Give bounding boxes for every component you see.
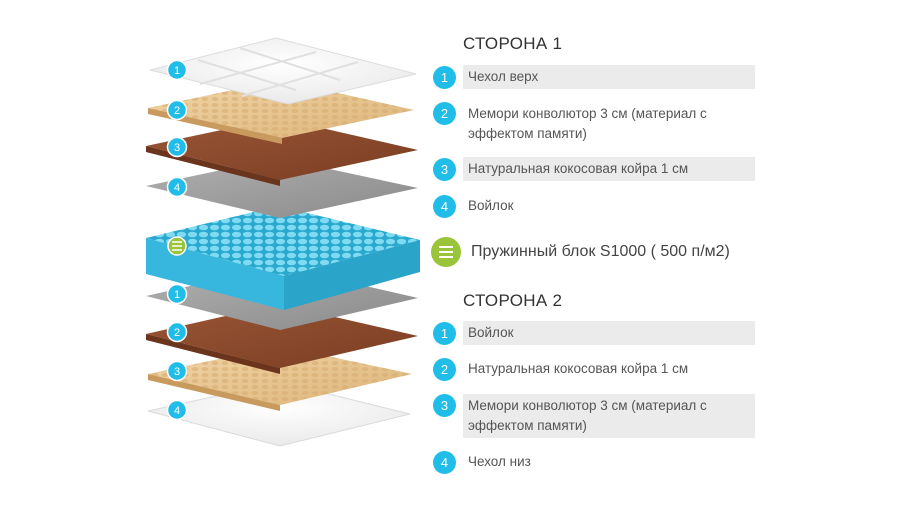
number-badge: 4 (433, 451, 456, 474)
layer-number-label: 1 (174, 289, 180, 301)
spring-block-icon (431, 237, 461, 267)
layer-number-label: 4 (174, 182, 180, 194)
side2-item-2: 2 Натуральная кокосовая койра 1 см (433, 357, 755, 381)
layer-number-label: 2 (174, 327, 180, 339)
number-badge: 3 (433, 394, 456, 417)
number-badge: 1 (433, 66, 456, 89)
spring-block-label: Пружинный блок S1000 ( 500 п/м2) (471, 243, 730, 261)
side1-item-3: 3 Натуральная кокосовая койра 1 см (433, 157, 755, 181)
layer-number-label: 2 (174, 105, 180, 117)
side-1-title: СТОРОНА 1 (463, 34, 562, 54)
spring-block-row: Пружинный блок S1000 ( 500 п/м2) (431, 237, 761, 271)
side2-item-3: 3 Мемори конволютор 3 см (материал с эфф… (433, 394, 755, 438)
side1-item-1: 1 Чехол верх (433, 65, 755, 89)
layer-number-label: 3 (174, 366, 180, 378)
number-badge: 1 (433, 322, 456, 345)
side2-item-4: 4 Чехол низ (433, 450, 755, 474)
number-badge: 4 (433, 195, 456, 218)
item-label: Натуральная кокосовая койра 1 см (468, 359, 747, 379)
top-cover-layer (150, 38, 416, 104)
item-label: Чехол верх (468, 67, 747, 87)
side2-item-1: 1 Войлок (433, 321, 755, 345)
item-label: Чехол низ (468, 452, 747, 472)
side1-item-2: 2 Мемори конволютор 3 см (материал с эфф… (433, 102, 755, 146)
mattress-layers-illustration: 1 2 3 4 1 2 3 4 (0, 0, 430, 506)
item-label: Мемори конволютор 3 см (материал с эффек… (468, 396, 747, 436)
number-badge: 3 (433, 158, 456, 181)
item-label: Войлок (468, 196, 747, 216)
item-label: Натуральная кокосовая койра 1 см (468, 159, 747, 179)
layer-number-label: 4 (174, 405, 180, 417)
item-label: Войлок (468, 323, 747, 343)
number-badge: 2 (433, 102, 456, 125)
side-2-title: СТОРОНА 2 (463, 291, 562, 311)
layer-number-label: 3 (174, 142, 180, 154)
layer-number-label: 1 (174, 65, 180, 77)
side1-item-4: 4 Войлок (433, 194, 755, 218)
item-label: Мемори конволютор 3 см (материал с эффек… (468, 104, 747, 144)
number-badge: 2 (433, 358, 456, 381)
